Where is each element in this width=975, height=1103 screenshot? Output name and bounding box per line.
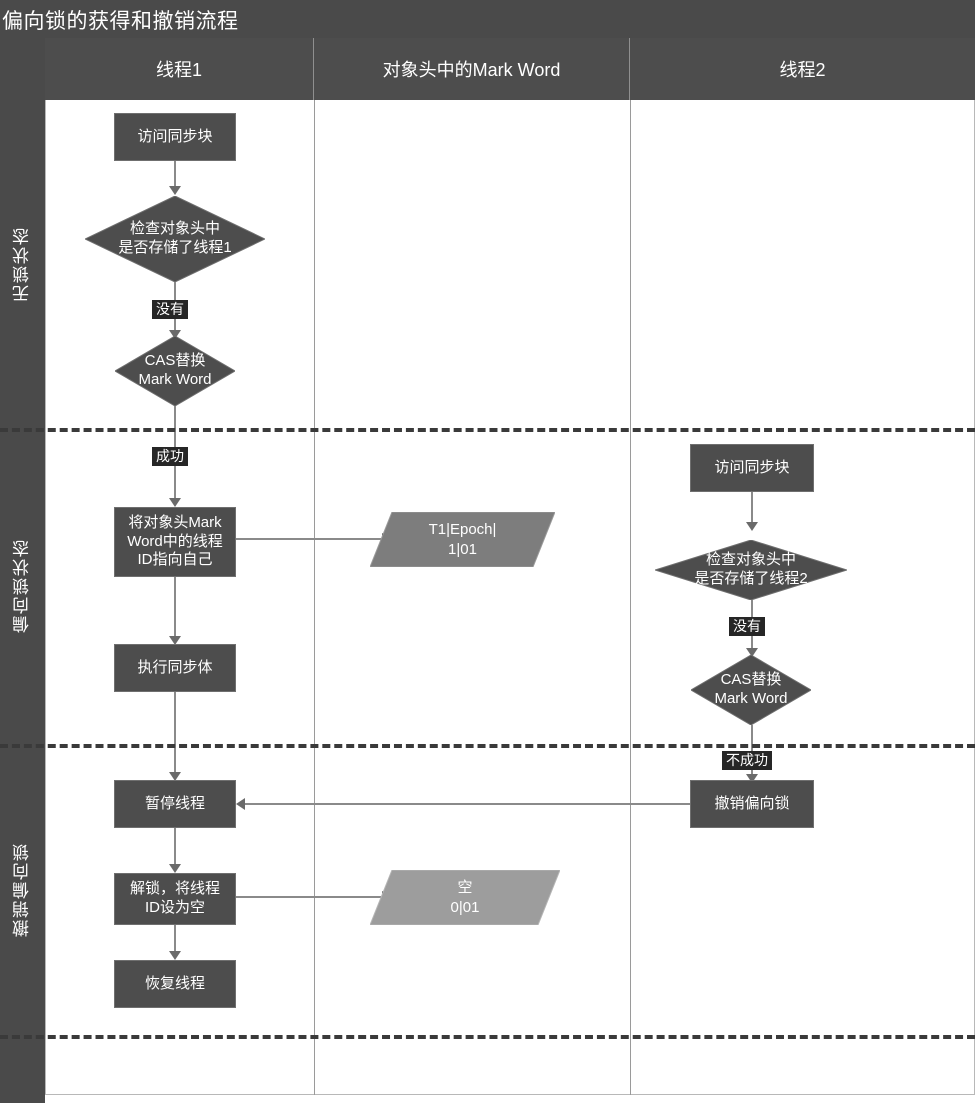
node-label: 恢复线程 <box>144 974 205 992</box>
lane-label-band <box>0 38 45 1103</box>
arrow-t2-cas-revoke <box>746 774 758 783</box>
arrow-t2-enter-check <box>746 522 758 531</box>
arrow-revoke-suspend <box>236 798 245 810</box>
node-t2-revoke[interactable]: 撤销偏向锁 <box>690 780 814 828</box>
lane-divider-3 <box>0 1035 975 1039</box>
arrow-t2-check-cas <box>746 648 758 657</box>
node-t1-unlock[interactable]: 解锁，将线程 ID设为空 <box>114 873 236 925</box>
node-label: 撤销偏向锁 <box>714 794 790 812</box>
node-t1-setid[interactable]: 将对象头Mark Word中的线程 ID指向自己 <box>114 507 236 577</box>
edge-label-t2-fail: 不成功 <box>722 751 772 770</box>
connector-t1-setid-exec <box>174 577 176 637</box>
node-label: 访问同步块 <box>137 127 213 145</box>
column-header-row: 线程1 对象头中的Mark Word 线程2 <box>45 38 975 100</box>
page-title: 偏向锁的获得和撤销流程 <box>2 10 239 33</box>
node-label-line2: 0|01 <box>450 898 480 916</box>
node-label: CAS替换 Mark Word <box>138 352 212 388</box>
arrow-t1-setid-exec <box>169 636 181 645</box>
node-t2-enter[interactable]: 访问同步块 <box>690 444 814 492</box>
node-label: 将对象头Mark Word中的线程 ID指向自己 <box>127 513 223 569</box>
node-label-line1: T1|Epoch| <box>428 521 497 538</box>
node-markword-empty[interactable]: 空 0|01 <box>370 870 560 925</box>
connector-t1-exec-suspend <box>174 692 176 774</box>
edge-label-t1-no: 没有 <box>152 300 188 319</box>
column-header-thread1: 线程1 <box>45 38 314 100</box>
node-t1-exec[interactable]: 执行同步体 <box>114 644 236 692</box>
edge-label-t1-success: 成功 <box>152 447 188 466</box>
node-label: CAS替换 Mark Word <box>714 671 788 707</box>
node-label-line1: 空 <box>457 879 473 896</box>
connector-setid-markword <box>236 538 384 540</box>
connector-t1-suspend-unlock <box>174 828 176 866</box>
node-label: 检查对象头中 是否存储了线程1 <box>118 220 232 256</box>
node-t1-enter[interactable]: 访问同步块 <box>114 113 236 161</box>
column-header-markword: 对象头中的Mark Word <box>314 38 630 100</box>
lane-label-unlocked: 无锁状态 <box>13 226 32 302</box>
column-header-thread2: 线程2 <box>779 60 826 80</box>
connector-unlock-markword <box>236 896 384 898</box>
arrow-t1-unlock-resume <box>169 951 181 960</box>
lane-label-biased: 偏向锁状态 <box>13 538 32 634</box>
connector-t1-enter-check <box>174 161 176 187</box>
node-t2-cas[interactable]: CAS替换 Mark Word <box>691 655 811 725</box>
lane-divider-2 <box>0 744 975 748</box>
column-divider-2 <box>630 100 631 1095</box>
arrow-t1-check-cas <box>169 330 181 339</box>
node-label: 解锁，将线程 ID设为空 <box>129 880 220 916</box>
arrow-t1-suspend-unlock <box>169 864 181 873</box>
lane-divider-1 <box>0 428 975 432</box>
lane-label-revoke: 撤销偏向锁 <box>13 842 32 937</box>
node-label: 检查对象头中 是否存储了线程2 <box>694 551 808 587</box>
node-t1-check[interactable]: 检查对象头中 是否存储了线程1 <box>85 196 265 282</box>
node-label: 暂停线程 <box>144 794 205 812</box>
title-bar: 偏向锁的获得和撤销流程 <box>0 0 975 38</box>
arrow-t1-enter-check <box>169 186 181 195</box>
node-t2-check[interactable]: 检查对象头中 是否存储了线程2 <box>655 540 847 600</box>
edge-label-t2-no: 没有 <box>729 617 765 636</box>
connector-revoke-suspend <box>245 803 690 805</box>
node-t1-suspend[interactable]: 暂停线程 <box>114 780 236 828</box>
arrow-t1-cas-setid <box>169 498 181 507</box>
column-divider-1 <box>314 100 315 1095</box>
node-label: 执行同步体 <box>137 658 213 676</box>
node-label-line2: 1|01 <box>448 540 477 558</box>
connector-t1-unlock-resume <box>174 925 176 953</box>
node-t1-resume[interactable]: 恢复线程 <box>114 960 236 1008</box>
node-t1-cas[interactable]: CAS替换 Mark Word <box>115 336 235 406</box>
connector-t2-enter-check <box>751 492 753 524</box>
node-label: 访问同步块 <box>714 458 790 476</box>
arrow-t1-exec-suspend <box>169 772 181 781</box>
node-markword-biased[interactable]: T1|Epoch| 1|01 <box>370 512 555 567</box>
